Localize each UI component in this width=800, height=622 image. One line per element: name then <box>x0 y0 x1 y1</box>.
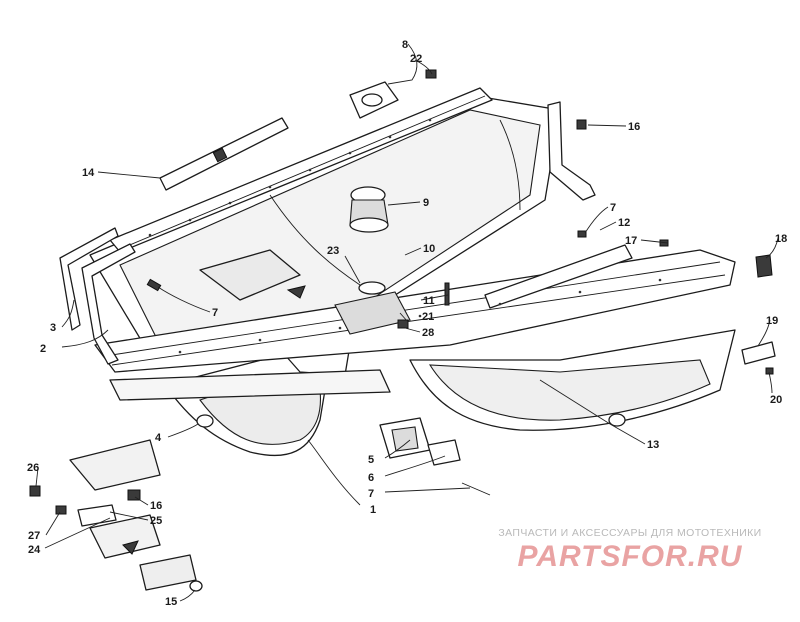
callout-12: 12 <box>618 217 630 229</box>
cable-assembly <box>379 417 491 496</box>
rivets <box>148 118 662 354</box>
callout-16-top: 16 <box>628 121 640 133</box>
callout-15: 15 <box>165 596 177 608</box>
callout-22: 22 <box>410 53 422 65</box>
callout-27: 27 <box>28 530 40 542</box>
callout-13: 13 <box>647 439 659 451</box>
callout-1: 1 <box>370 504 376 516</box>
tube <box>547 101 596 201</box>
callout-10: 10 <box>423 243 435 255</box>
flange-plate <box>349 81 399 119</box>
trim-strip <box>159 117 289 191</box>
callout-4: 4 <box>155 432 162 444</box>
watermark-brand: PARTSFOR.RU <box>517 540 743 573</box>
callout-17: 17 <box>625 235 637 247</box>
callout-5: 5 <box>368 454 374 466</box>
callout-7-right: 7 <box>610 202 616 214</box>
callout-20: 20 <box>770 394 782 406</box>
callout-14: 14 <box>82 167 95 179</box>
leader-lines <box>35 43 779 602</box>
callout-2: 2 <box>40 343 46 355</box>
callout-26: 26 <box>27 462 39 474</box>
callout-24: 24 <box>28 544 41 556</box>
callout-6: 6 <box>368 472 374 484</box>
callout-18: 18 <box>775 233 787 245</box>
callout-7-cable: 7 <box>368 488 374 500</box>
callout-16-bottom: 16 <box>150 500 162 512</box>
boot-grommet <box>349 186 389 233</box>
center-bracket <box>199 249 411 335</box>
callout-9: 9 <box>423 197 429 209</box>
callout-23: 23 <box>327 245 339 257</box>
callout-28: 28 <box>422 327 434 339</box>
watermark-tagline: ЗАПЧАСТИ И АКСЕССУАРЫ ДЛЯ МОТОТЕХНИКИ <box>498 527 762 539</box>
callout-25: 25 <box>150 515 162 527</box>
callout-7-left: 7 <box>212 307 218 319</box>
callout-11: 11 <box>423 295 435 307</box>
top-flange <box>109 87 493 253</box>
fasteners <box>146 69 776 428</box>
callout-3: 3 <box>50 322 56 334</box>
mount-detail <box>29 439 203 592</box>
callout-19: 19 <box>766 315 778 327</box>
callouts: 1 2 3 4 5 6 7 7 7 8 9 10 11 12 13 14 15 … <box>27 39 787 608</box>
callout-8: 8 <box>402 39 408 51</box>
side-rail <box>94 249 736 401</box>
seal-strip <box>484 244 633 309</box>
callout-21: 21 <box>422 311 434 323</box>
